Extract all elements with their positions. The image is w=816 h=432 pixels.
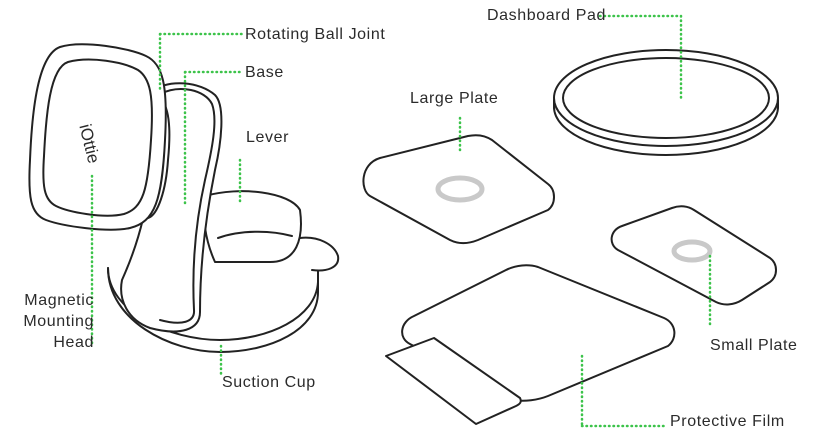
dashboard-pad — [553, 49, 779, 156]
magnetic-mounting-head: iOttie — [28, 43, 171, 231]
label-suction-cup: Suction Cup — [222, 374, 316, 391]
label-lever: Lever — [246, 129, 290, 146]
leader-dashboard-pad — [598, 14, 683, 100]
label-magnetic-mounting-head: Magnetic Mounting Head — [4, 290, 94, 353]
label-mounting: Mounting — [23, 313, 94, 330]
large-plate — [362, 134, 555, 244]
label-dashboard-pad: Dashboard Pad — [487, 7, 606, 24]
lever — [202, 190, 302, 263]
leader-protective-film — [580, 354, 668, 428]
label-head: Head — [53, 334, 94, 351]
leader-lines — [90, 14, 712, 428]
leader-rotating-ball-joint — [158, 32, 244, 92]
protective-film — [385, 337, 522, 425]
adhesive-pad — [385, 264, 676, 425]
label-magnetic: Magnetic — [24, 292, 94, 309]
label-small-plate: Small Plate — [710, 337, 798, 354]
leader-base — [183, 70, 244, 207]
label-protective-film: Protective Film — [670, 413, 785, 430]
label-large-plate: Large Plate — [410, 90, 499, 107]
label-base: Base — [245, 64, 284, 81]
small-plate — [610, 205, 777, 306]
label-rotating-ball-joint: Rotating Ball Joint — [245, 26, 386, 43]
